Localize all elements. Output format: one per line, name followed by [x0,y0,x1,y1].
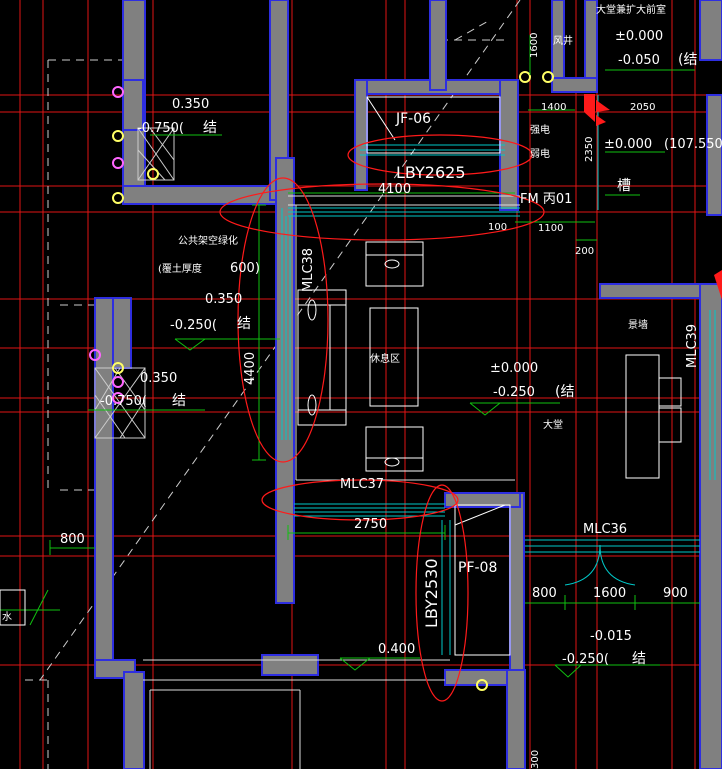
window-tag-lby2530: LBY2530 [422,558,441,628]
structure-mark-b: (结 [678,52,697,68]
dim-4400: 4400 [243,352,258,385]
door-tag-pf08: PF-08 [458,560,497,576]
column-markers [89,71,554,691]
sofa [297,289,347,426]
level-0350-a: 0.350 [172,97,209,112]
level-107550: (107.550) [664,137,722,152]
window-tag-mlc38: MLC38 [301,248,316,292]
dim-200: 200 [575,246,594,257]
level-pm000-a: ±0.000 [615,29,663,44]
dim-2050: 2050 [630,102,655,113]
dim-300: 300 [530,750,541,769]
door-tag-fm01: FM 丙01 [520,192,572,207]
level-0350-b: 0.350 [205,292,242,307]
dim-800-left: 800 [60,532,85,547]
soil-thickness: (覆土厚度 [158,262,202,275]
dimension-lines [0,35,700,678]
window-tag-jf06: JF-06 [395,111,431,127]
room-strong-elec: 强电 [530,123,550,136]
furniture [0,96,682,656]
window-tag-lby2625: LBY2625 [396,163,466,182]
room-rest-area: 休息区 [370,352,400,365]
dim-1600-top: 1600 [529,33,540,58]
level-0350-c: 0.350 [140,371,177,386]
dashed-lines [25,0,521,769]
room-weak-elec: 弱电 [530,147,550,160]
dim-900: 900 [663,586,688,601]
room-lobby-antechamber: 大堂兼扩大前室 [596,3,666,16]
level-m0750-b: -0.750( [100,394,147,409]
level-m0250-c: -0.250( [562,652,609,667]
hatched-blocks [94,127,175,439]
markup-ellipses [219,134,545,702]
soil-600: 600) [230,261,260,276]
coffee-table [369,307,419,407]
dim-100: 100 [488,222,507,233]
dim-1100: 1100 [538,223,563,234]
armchair-bottom [365,426,424,472]
level-pm000-c: ±0.000 [490,361,538,376]
dim-800-right: 800 [532,586,557,601]
level-m0015: -0.015 [590,629,632,644]
trench-mark: 槽 [617,178,631,194]
room-lobby: 大堂 [543,418,563,431]
structure-mark-f: 结 [632,651,646,667]
labels: 0.350 -0.750( 结 JF-06 LBY2625 4100 FM 丙0… [2,3,722,769]
window-tag-mlc36: MLC36 [583,522,627,537]
windows [281,95,716,655]
red-marker [584,94,722,300]
room-public-green: 公共架空绿化 [178,234,238,247]
feature-wall-panel [625,354,660,479]
dim-1400: 1400 [541,102,566,113]
level-pm000-b: ±0.000 [604,137,652,152]
dim-2350: 2350 [584,137,595,162]
dim-2750: 2750 [354,517,387,532]
dim-1600-bottom: 1600 [593,586,626,601]
room-wind-shaft: 风井 [553,34,573,47]
structure-mark-e: (结 [555,384,574,400]
level-m0750-a: -0.750( [137,121,184,136]
structure-mark-d: 结 [172,393,186,409]
dim-4100: 4100 [378,182,411,197]
level-m0050: -0.050 [618,53,660,68]
armchair-top [365,241,424,287]
level-m0250-a: -0.250( [170,318,217,333]
structure-mark-c: 结 [237,316,251,332]
window-tag-mlc37: MLC37 [340,477,384,492]
level-m0250-b: -0.250 [493,385,535,400]
room-feature-wall: 景墙 [628,318,648,331]
walls [94,0,722,769]
window-tag-mlc39: MLC39 [685,324,700,368]
level-0400: 0.400 [378,642,415,657]
water-mark: 水 [2,611,12,623]
wall-linework [143,195,520,769]
structure-mark-a: 结 [203,120,217,136]
